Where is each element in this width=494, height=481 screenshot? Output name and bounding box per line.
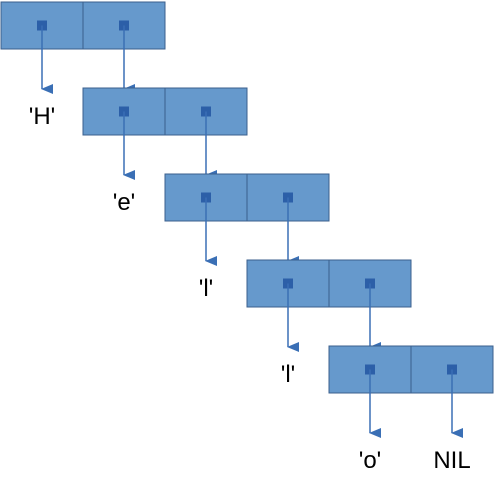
cons-cell <box>164 173 330 266</box>
car-value-label: 'e' <box>113 189 136 216</box>
car-value-label: 'o' <box>359 447 382 474</box>
car-value-label: 'H' <box>29 103 56 130</box>
cons-cell <box>328 345 494 438</box>
cons-cell <box>246 259 412 352</box>
car-value-label: 'l' <box>281 361 296 388</box>
car-value-label: 'l' <box>199 275 214 302</box>
cons-cell <box>82 87 248 180</box>
cons-cell <box>0 1 166 94</box>
nil-label: NIL <box>433 447 470 474</box>
